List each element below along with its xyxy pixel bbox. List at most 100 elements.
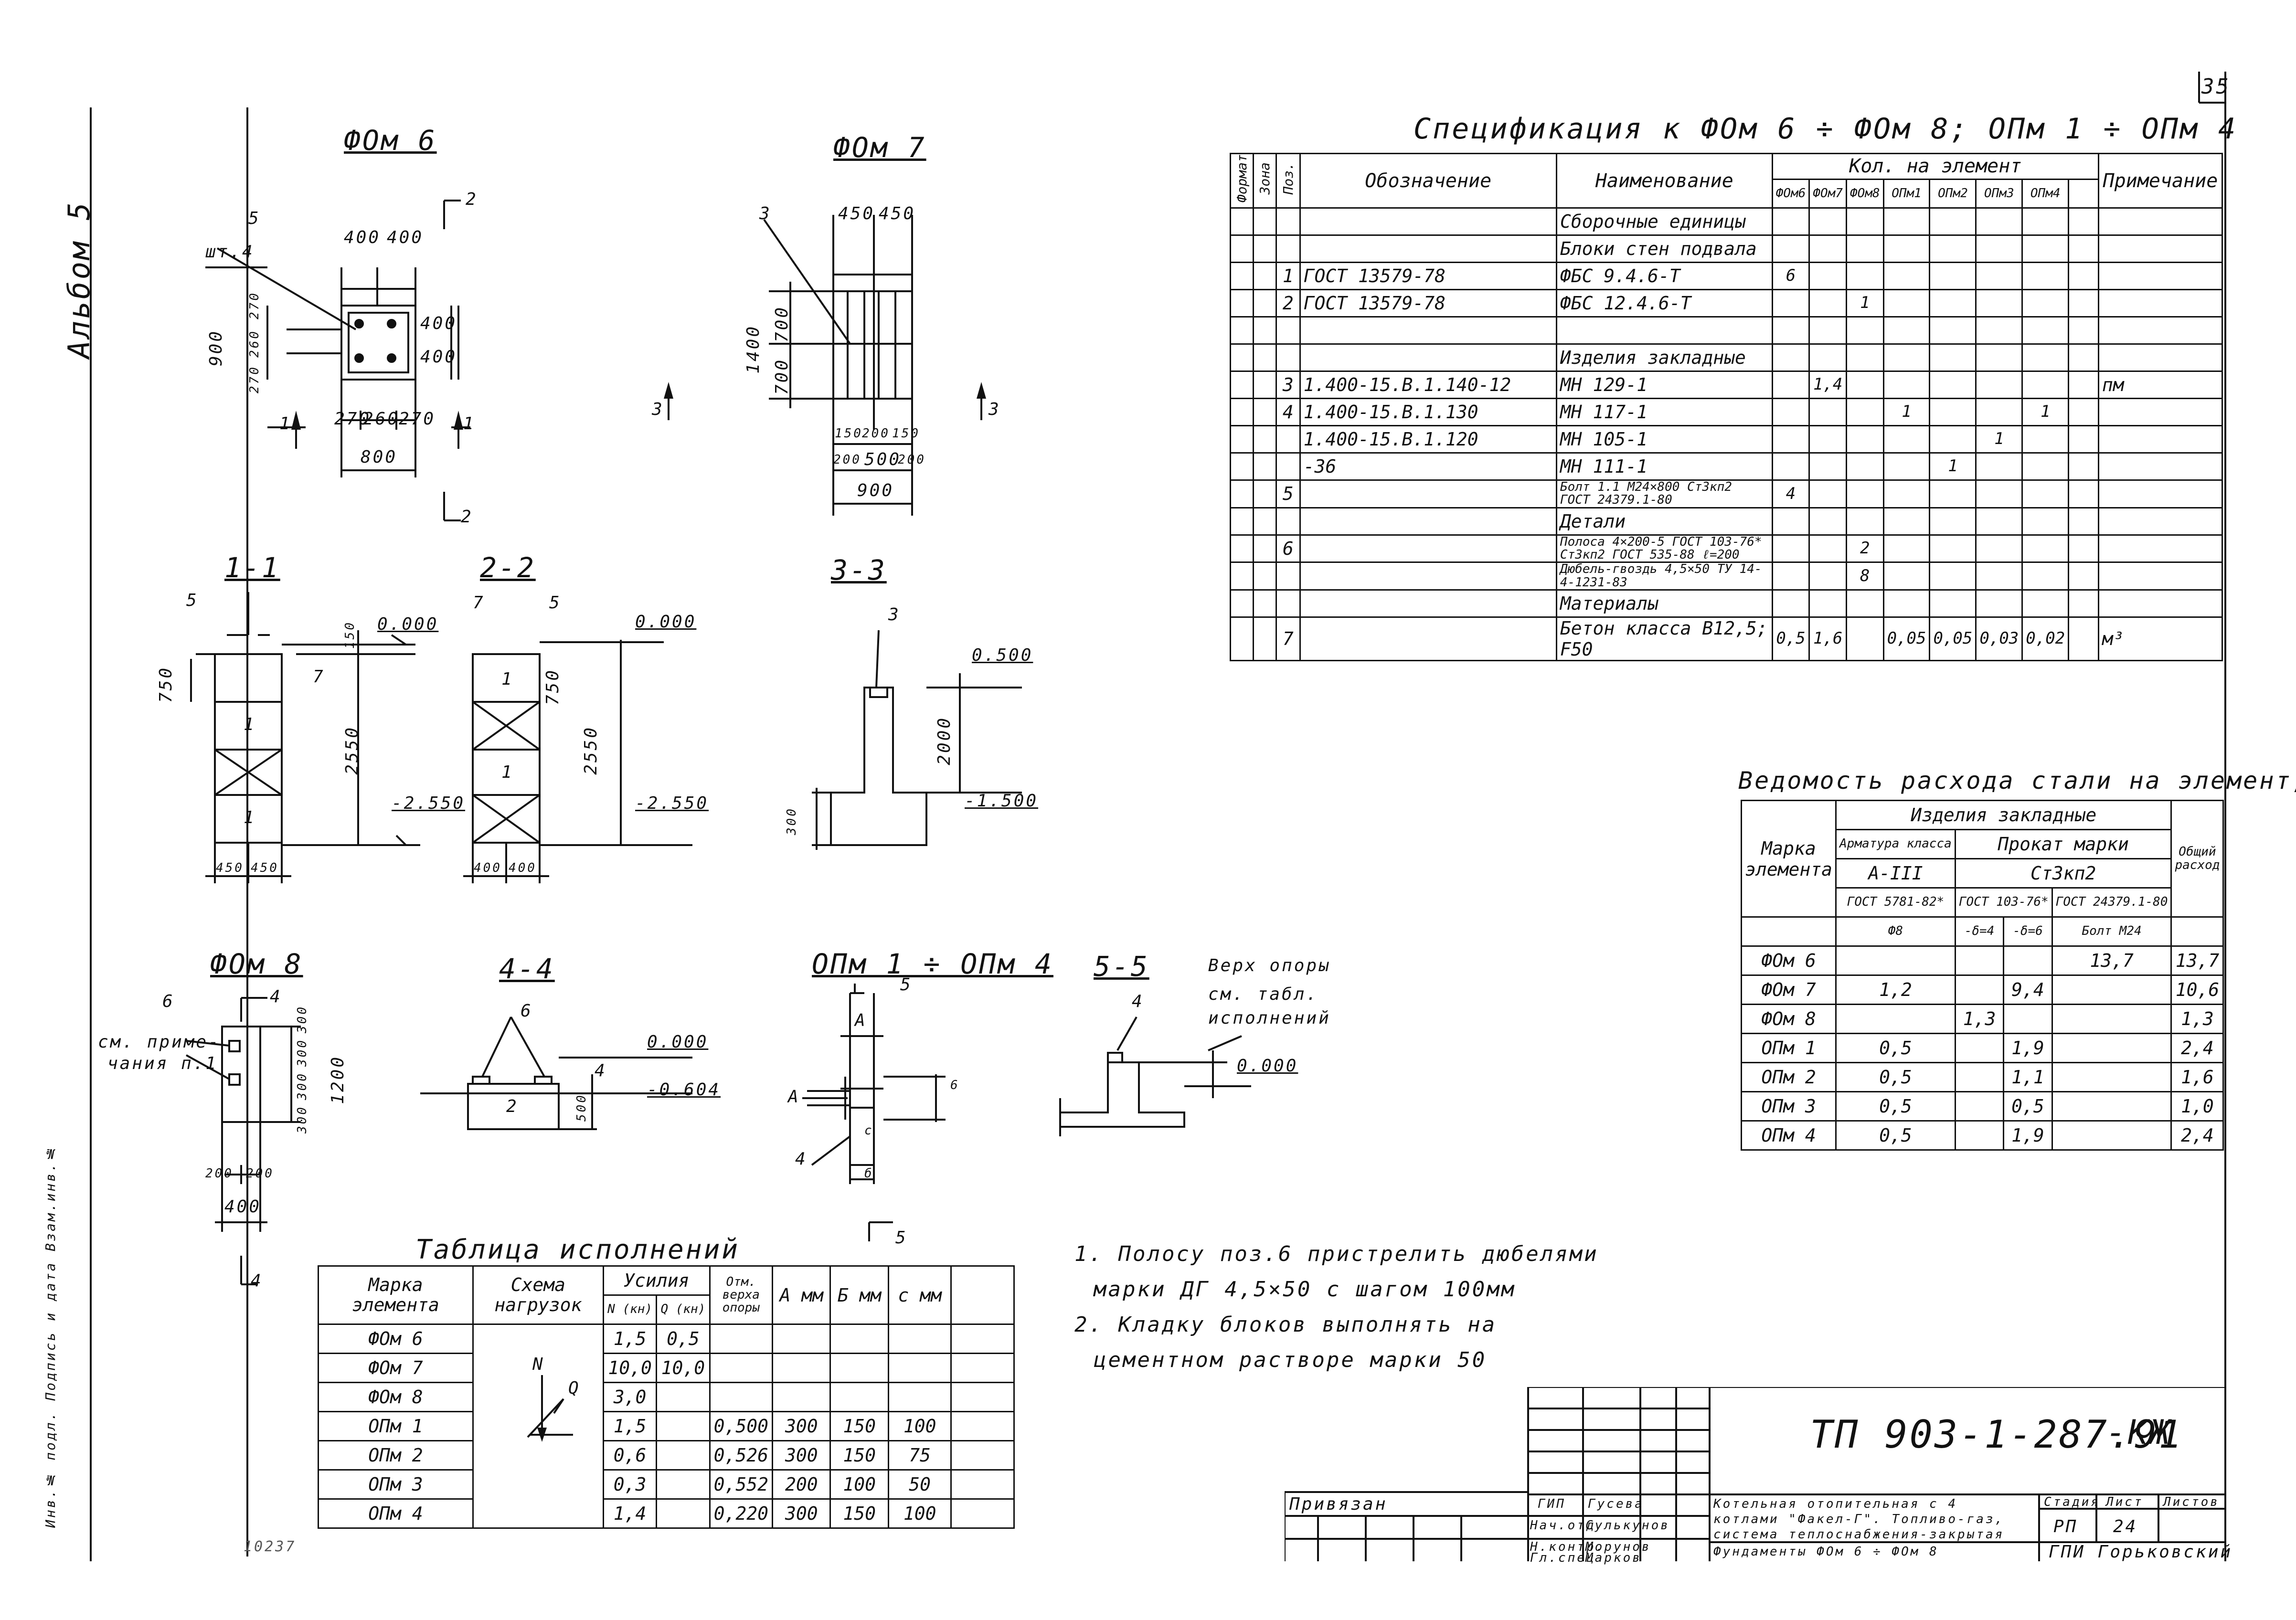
- steel-cell-value: [1835, 945, 1956, 976]
- steel-cell-value: 13,7: [2051, 945, 2172, 976]
- spec-cell-qty: [1882, 371, 1931, 400]
- exec-cell-b: 150: [829, 1411, 889, 1441]
- dim-label: 400: [509, 861, 537, 875]
- spec-cell-qty: [1929, 316, 1977, 345]
- spec-cell-qty: [1975, 343, 2023, 372]
- spec-cell-qty-extra: [2068, 207, 2099, 236]
- spec-cell-qty: [1882, 479, 1931, 508]
- dim-label: 3: [759, 204, 772, 223]
- dim-label: 200: [205, 1166, 234, 1181]
- steel-cell-value: 1,9: [2003, 1120, 2053, 1151]
- dim-label: 4: [1132, 992, 1144, 1011]
- steel-cell-total: 1,3: [2170, 1004, 2224, 1034]
- spec-cell-qty: [2021, 425, 2070, 454]
- steel-cell-mark: ОПм 2: [1740, 1062, 1837, 1092]
- title-person: Марков: [1585, 1551, 1642, 1565]
- dim-label: 300: [785, 807, 799, 835]
- spec-cell-qty: [1771, 316, 1810, 345]
- spec-cell-name: Бетон класса В12,5; F50: [1555, 616, 1773, 661]
- exec-cell-n: 0,3: [602, 1469, 658, 1500]
- dim-label: 1: [244, 808, 256, 827]
- spec-cell-qty: [1929, 589, 1977, 618]
- exec-cell-blank: [950, 1411, 1015, 1441]
- view-title-section-4-4: 4-4: [499, 953, 555, 985]
- spec-h-name: Наименование: [1555, 152, 1773, 209]
- spec-cell-qty: [2021, 343, 2070, 372]
- steel-h-f8: Ф8: [1835, 916, 1956, 947]
- spec-cell-format: [1230, 289, 1254, 318]
- spec-cell-pos: [1276, 589, 1301, 618]
- dim-label: 500: [864, 450, 902, 469]
- spec-cell-pos: 5: [1276, 479, 1301, 508]
- dim-label: чания п.1: [107, 1054, 218, 1073]
- spec-cell-note: [2097, 479, 2223, 508]
- exec-cell-n: 1,4: [602, 1498, 658, 1529]
- spec-cell-qty-extra: [2068, 371, 2099, 400]
- exec-cell-c: [887, 1353, 952, 1383]
- spec-cell-qty: [1845, 262, 1884, 291]
- dim-label: 150: [835, 426, 863, 441]
- spec-cell-qty: 1: [1845, 289, 1884, 318]
- exec-cell-otm: [709, 1324, 774, 1354]
- spec-cell-pos: 6: [1276, 534, 1301, 563]
- dim-label: 270: [247, 365, 262, 393]
- spec-h-col: ОПм3: [1975, 178, 2023, 209]
- dim-label: 400: [387, 228, 424, 247]
- spec-cell-qty: 6: [1771, 262, 1810, 291]
- dim-label: 0.000: [377, 614, 439, 634]
- exec-h-otm: Отм. верха опоры: [709, 1265, 774, 1325]
- spec-cell-qty-extra: [2068, 398, 2099, 427]
- exec-cell-c: [887, 1382, 952, 1412]
- steel-cell-value: [2051, 1004, 2172, 1034]
- spec-cell-format: [1230, 561, 1254, 591]
- spec-cell-format: [1230, 234, 1254, 264]
- steel-cell-value: [1954, 945, 2005, 976]
- dim-label: 900: [206, 329, 226, 367]
- exec-cell-q: [656, 1440, 711, 1471]
- spec-cell-pos: [1276, 316, 1301, 345]
- exec-cell-q: [656, 1382, 711, 1412]
- title-role: ГИП: [1538, 1497, 1566, 1511]
- spec-cell-qty: [1845, 398, 1884, 427]
- title-person: Морунов: [1585, 1540, 1651, 1554]
- spec-cell-qty: [2021, 479, 2070, 508]
- steel-cell-value: 0,5: [1835, 1033, 1956, 1063]
- title-sheet: 24: [2113, 1517, 2138, 1536]
- spec-cell-qty: [1975, 534, 2023, 563]
- spec-cell-qty: [1882, 589, 1931, 618]
- spec-cell-qty: [1808, 479, 1847, 508]
- exec-table: Марка элемента Схема нагрузок Усилия Отм…: [318, 1265, 1015, 1529]
- dim-label: 700: [772, 306, 792, 343]
- dim-label: 5: [248, 209, 261, 228]
- dim-label: A: [788, 1087, 800, 1107]
- note-line: цементном растворе марки 50: [1094, 1348, 1487, 1372]
- spec-cell-qty-extra: [2068, 289, 2099, 318]
- spec-cell-qty-extra: [2068, 534, 2099, 563]
- steel-cell-value: 1,9: [2003, 1033, 2053, 1063]
- spec-h-format: Формат: [1234, 154, 1250, 203]
- spec-cell-zone: [1253, 234, 1277, 264]
- exec-h-mark: Марка элемента: [318, 1265, 474, 1325]
- exec-cell-q: [656, 1411, 711, 1441]
- spec-h-designation: Обозначение: [1299, 152, 1557, 209]
- dim-label: 400: [344, 228, 381, 247]
- spec-cell-format: [1230, 507, 1254, 536]
- spec-cell-note: [2097, 289, 2223, 318]
- spec-cell-name: ФБС 9.4.6-Т: [1555, 262, 1773, 291]
- spec-cell-qty: [2021, 371, 2070, 400]
- spec-cell-qty: [1808, 316, 1847, 345]
- steel-table: Марка элемента Изделия закладные Общий р…: [1740, 800, 2224, 1151]
- dim-label: 1: [501, 669, 514, 689]
- spec-cell-designation: [1299, 589, 1557, 618]
- title-desc: котлами "Факел-Г". Топливо-газ,: [1713, 1512, 2005, 1526]
- spec-cell-qty-extra: [2068, 507, 2099, 536]
- exec-cell-mark: ОПм 4: [318, 1498, 474, 1529]
- spec-cell-qty: [1975, 316, 2023, 345]
- steel-h-arm: Арматура класса: [1835, 829, 1956, 859]
